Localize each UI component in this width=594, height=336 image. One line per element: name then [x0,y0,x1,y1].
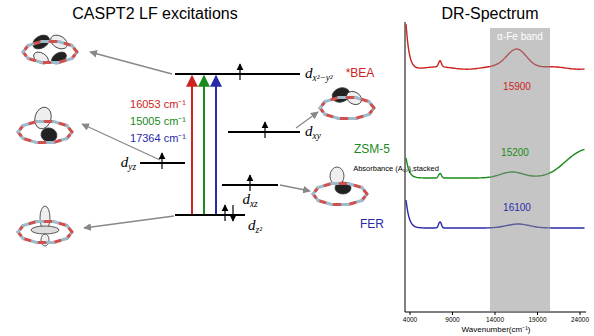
energy-level [175,73,300,75]
electron-arrow [232,205,233,221]
transition-arrow [203,76,205,214]
energy-level [228,131,300,133]
orbital-lobe [41,234,49,246]
orbital-label: dx²−y² [305,65,333,83]
ring-bond [69,129,72,132]
panel-title: DR-Spectrum [442,5,539,23]
transition-arrow [191,76,193,214]
orbital-picture [18,105,72,144]
ring-bond [364,191,367,194]
orbital-lobe [31,226,59,234]
electron-arrow [224,205,225,221]
axis-tick [580,312,581,315]
electron-arrow [161,153,162,169]
orbital-picture [18,206,72,246]
energy-value: 17364 cm⁻¹ [130,132,186,144]
orbital-lobe [30,32,52,51]
transition-arrow [215,76,217,214]
axis-tick [452,312,453,315]
orbital-lobe [48,32,70,51]
ring-bond [69,229,72,232]
tick-label: 24000 [571,316,589,323]
ring-bond [371,105,374,108]
axis-title: Absorbance (A₁₀),stacked [353,165,439,173]
band-label: α-Fe band [490,28,550,42]
tick-label: 14000 [486,316,504,323]
energy-level [175,214,245,216]
electron-arrow [264,122,265,138]
orbital-label: dxz [242,191,257,209]
zeolite-name: *BEA [346,67,375,80]
absorption-band: α-Fe band [490,28,550,312]
peak-value: 15900 [503,81,531,92]
orbital-picture [23,32,77,66]
tick-label: 9000 [445,316,459,323]
orbital-label: dz² [248,217,262,235]
orbital-lobe [344,89,364,107]
energy-value: 16053 cm⁻¹ [130,98,186,110]
orbital-lobe [32,105,53,130]
tick-label: 19000 [528,316,546,323]
energy-value: 15005 cm⁻¹ [130,115,186,127]
orbital-picture [320,85,374,118]
leader-arrow [90,52,172,74]
peak-value: 16100 [503,202,531,213]
axis-title: Wavenumber(cm⁻¹) [462,326,531,335]
leader-arrow [280,185,310,191]
diagram-title: CASPT2 LF excitations [72,5,237,23]
electron-arrow [239,64,240,80]
tick-label: 4000 [403,316,417,323]
orbital-lobe [50,50,69,67]
axis-tick [537,312,538,315]
axis-tick [495,312,496,315]
orbital-label: dxy [305,123,321,141]
zeolite-name: ZSM-5 [354,143,390,156]
peak-value: 15200 [501,147,529,158]
zeolite-name: FER [360,218,384,231]
orbital-lobe [32,50,51,67]
axis-tick [410,312,411,315]
leader-arrow [84,216,174,228]
ring-bond [74,49,77,52]
electron-arrow [249,175,250,191]
orbital-label: dyz [121,154,136,172]
